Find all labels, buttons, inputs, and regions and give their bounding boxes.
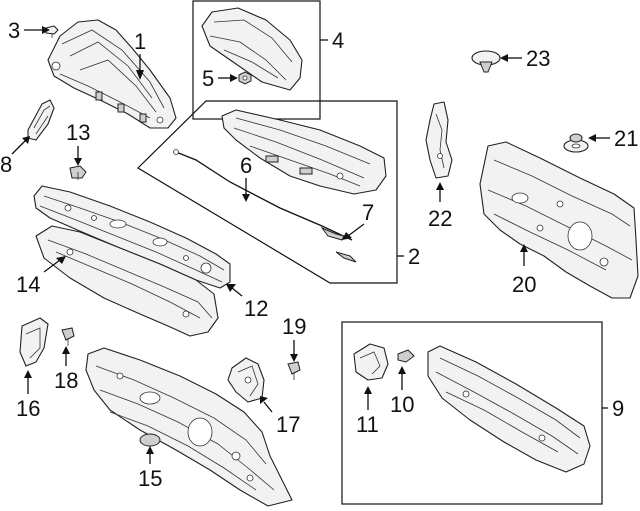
- clip-part-7[interactable]: [320, 226, 357, 263]
- callout-14: 14: [16, 272, 40, 297]
- dash-panel-part-20[interactable]: [479, 141, 639, 299]
- callout-1: 1: [134, 29, 146, 54]
- cowl-extension-part-4[interactable]: [201, 7, 303, 91]
- bracket-part-8[interactable]: [27, 99, 55, 141]
- bracket-part-11[interactable]: [353, 343, 389, 381]
- bracket-part-22[interactable]: [425, 101, 453, 179]
- dash-crossmember-part-12[interactable]: [33, 185, 231, 289]
- callout-11: 11: [356, 412, 379, 437]
- callout-12: 12: [244, 296, 268, 321]
- rod-part-6[interactable]: [173, 149, 353, 241]
- leader-lines: [11, 26, 610, 464]
- dash-panel-part-15[interactable]: [85, 347, 293, 507]
- clip-part-3[interactable]: [45, 25, 59, 38]
- callout-5: 5: [202, 66, 214, 91]
- callout-6: 6: [240, 153, 252, 178]
- callout-9: 9: [612, 396, 624, 421]
- callout-13: 13: [66, 120, 90, 145]
- cowl-assembly-part[interactable]: [221, 109, 387, 195]
- callout-numbers: 1 2 3 4 5 6 7 8 9 10 11 12 13 14 15 16 1…: [0, 18, 638, 491]
- callout-15: 15: [138, 466, 162, 491]
- callout-2: 2: [408, 244, 420, 269]
- callout-7: 7: [362, 200, 374, 225]
- callout-16: 16: [16, 396, 40, 421]
- clip-part-10[interactable]: [397, 349, 415, 363]
- bolt-part-19[interactable]: [287, 361, 301, 380]
- callout-4: 4: [332, 28, 344, 53]
- cowl-panel-part-9[interactable]: [427, 345, 591, 473]
- callout-22: 22: [428, 206, 452, 231]
- bolt-part-18[interactable]: [61, 327, 75, 346]
- group-frame-9: [341, 321, 603, 505]
- callout-17: 17: [276, 412, 300, 437]
- cowl-top-panel-part[interactable]: [47, 19, 177, 129]
- reinforcement-part-14[interactable]: [35, 225, 219, 337]
- callout-21: 21: [614, 126, 638, 151]
- bracket-part-17[interactable]: [227, 357, 265, 403]
- callout-3: 3: [8, 18, 20, 43]
- bracket-part-16[interactable]: [19, 317, 49, 367]
- bolt-part-13[interactable]: [69, 165, 87, 180]
- callout-20: 20: [512, 272, 536, 297]
- callout-23: 23: [526, 46, 550, 71]
- group-frame-2: [137, 100, 398, 284]
- callout-10: 10: [390, 392, 414, 417]
- callout-18: 18: [54, 368, 78, 393]
- nut-part-5[interactable]: [238, 71, 252, 85]
- plug-part-23[interactable]: [471, 50, 501, 73]
- grommet-part-21[interactable]: [563, 133, 589, 153]
- callout-19: 19: [282, 314, 306, 339]
- callout-8: 8: [0, 152, 12, 177]
